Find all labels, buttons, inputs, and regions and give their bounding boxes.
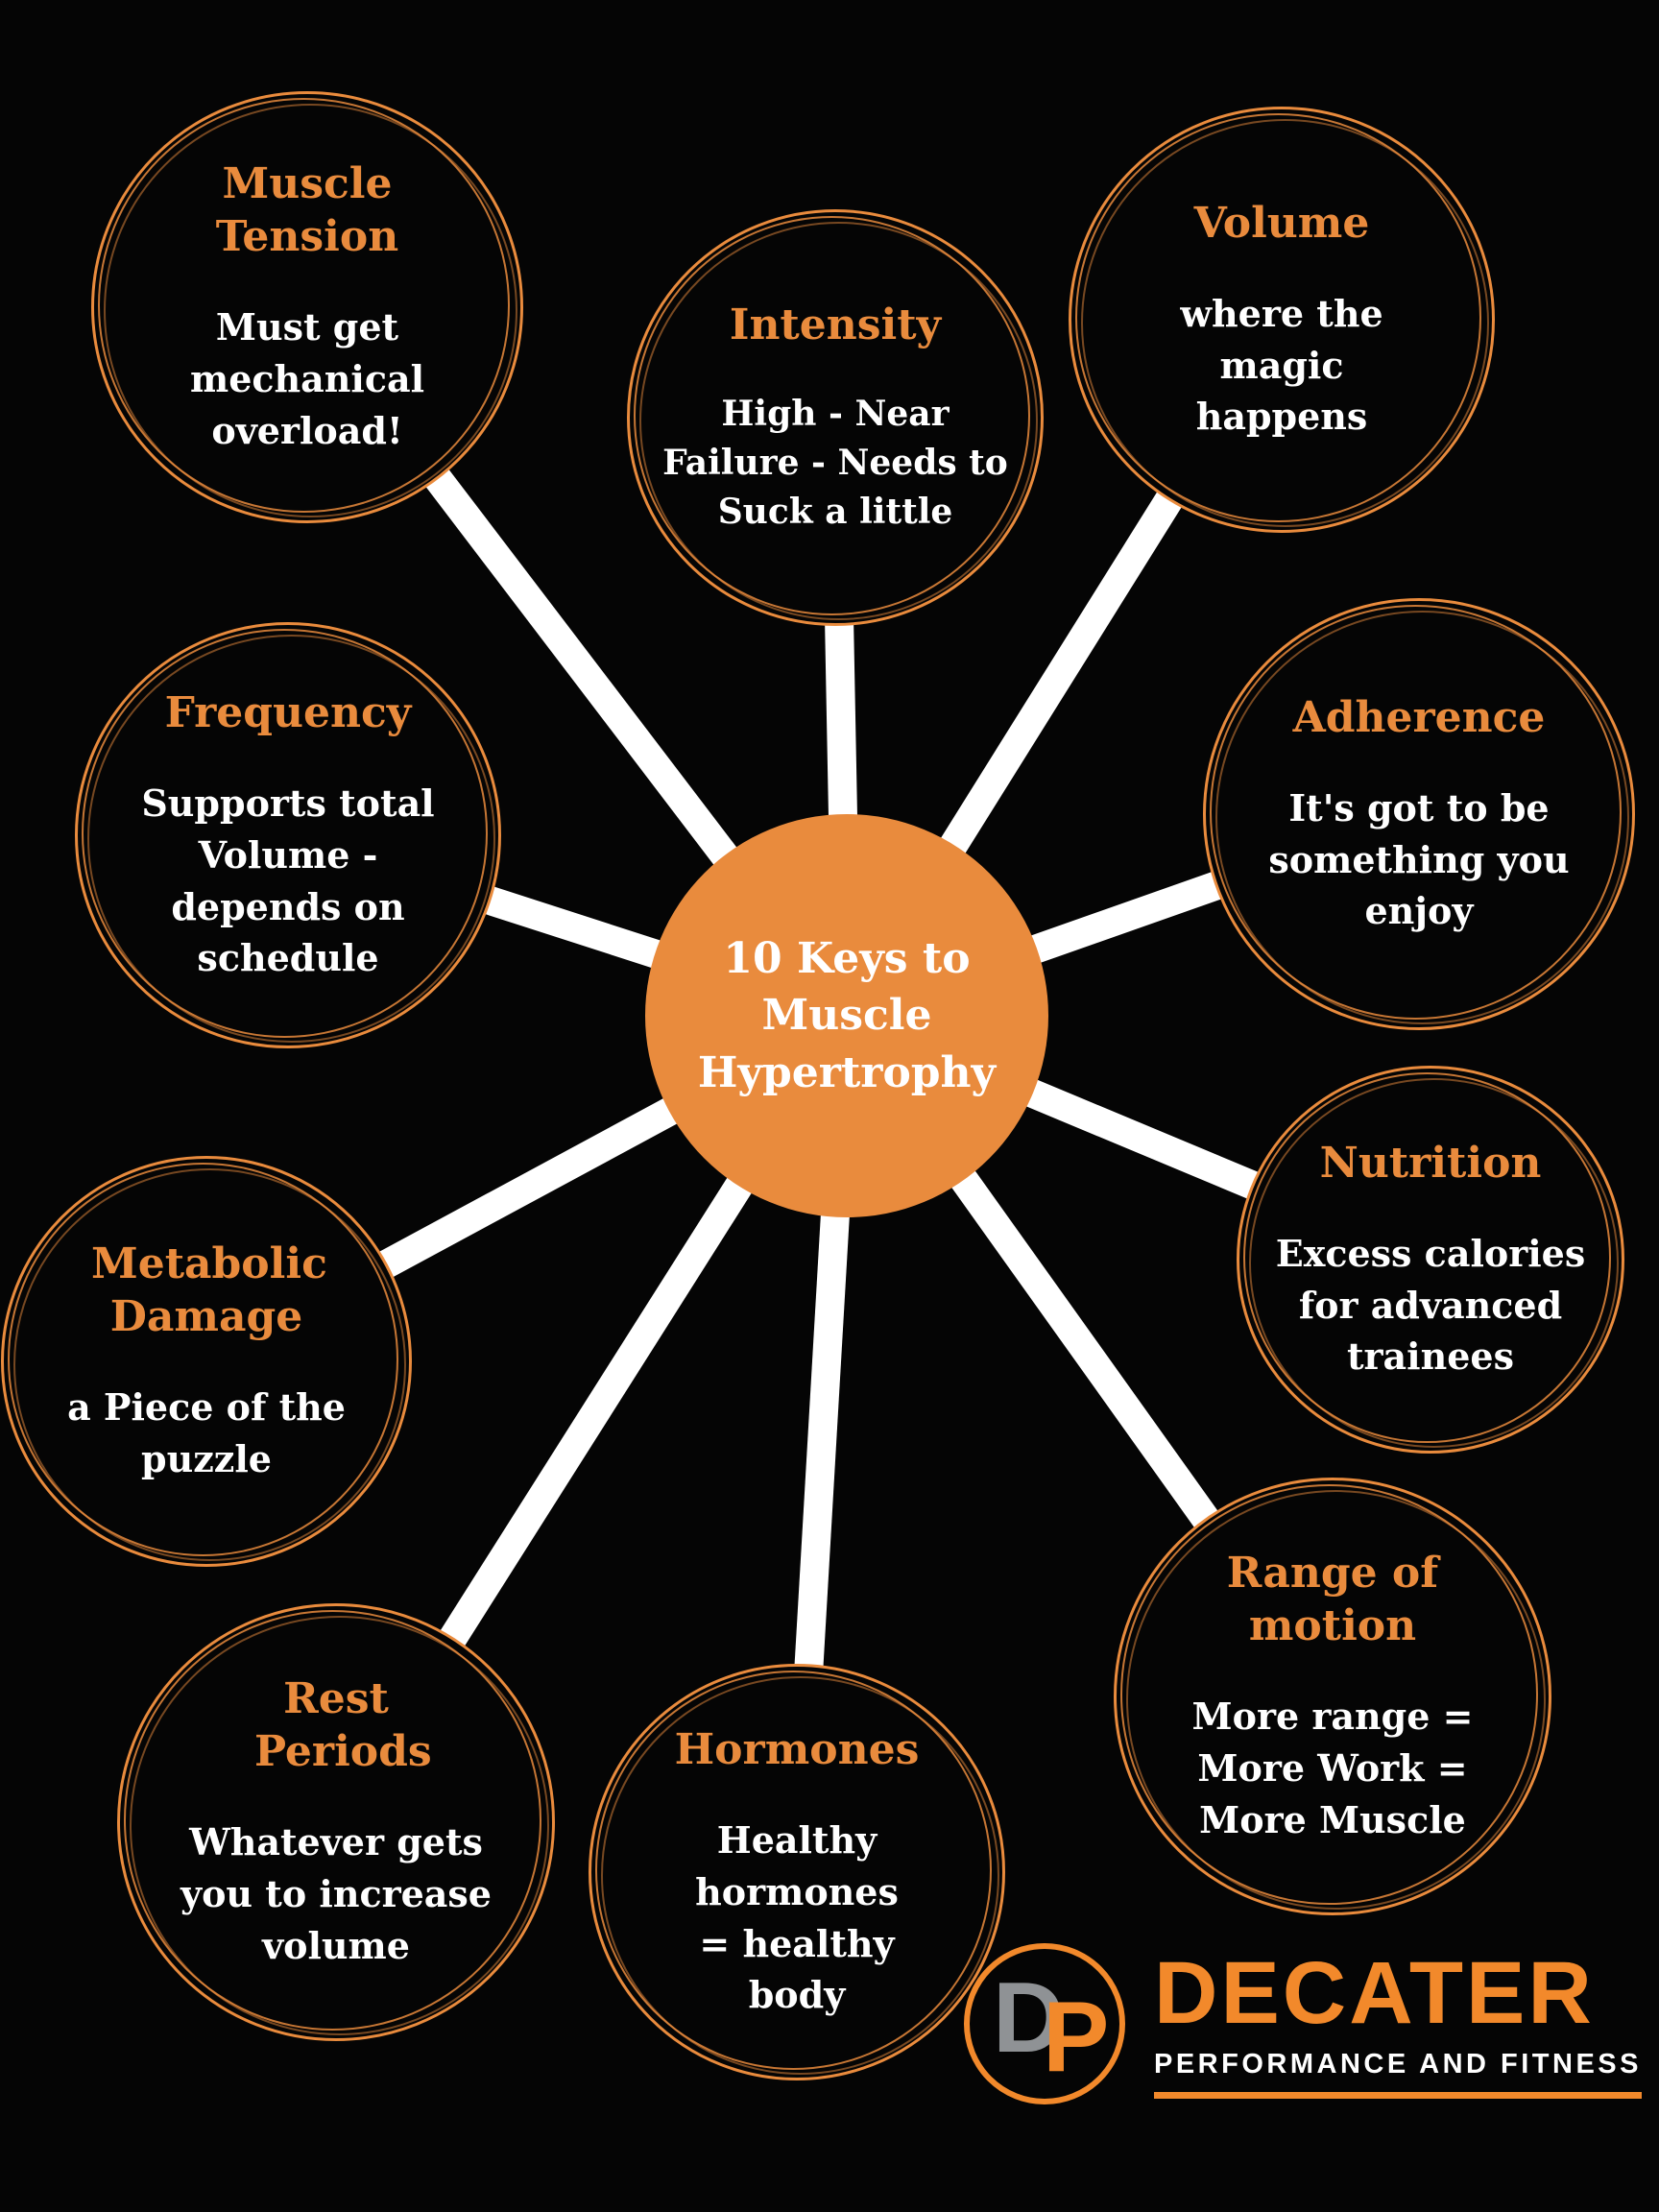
node-body: Healthy hormones = healthy body xyxy=(695,1817,899,2017)
node-title: Volume xyxy=(1193,198,1370,248)
center-title: 10 Keys to Muscle Hypertrophy xyxy=(697,933,997,1097)
node-body: a Piece of the puzzle xyxy=(67,1385,346,1480)
node-title: Frequency xyxy=(164,687,412,737)
node-body: High - Near Failure - Needs to Suck a li… xyxy=(662,393,1008,533)
node-title: Intensity xyxy=(729,300,942,349)
node-title: Adherence xyxy=(1292,692,1546,742)
node-body: Must get mechanical overload! xyxy=(189,305,425,452)
node-body: Excess calories for advanced trainees xyxy=(1275,1231,1586,1379)
node-title: Range of motion xyxy=(1226,1549,1439,1651)
node-range-of-motion: Range of motion More range = More Work =… xyxy=(1114,1478,1551,1915)
node-adherence: Adherence It's got to be something you e… xyxy=(1203,598,1635,1030)
logo-text: DECATER PERFORMANCE AND FITNESS xyxy=(1154,1949,1642,2099)
node-frequency: Frequency Supports total Volume - depend… xyxy=(75,622,501,1048)
node-body: It's got to be something you enjoy xyxy=(1268,785,1570,933)
node-body: Whatever gets you to increase volume xyxy=(180,1820,492,1967)
monogram-letter-d: D xyxy=(993,1962,1066,2074)
logo-tagline: PERFORMANCE AND FITNESS xyxy=(1154,2049,1642,2099)
node-volume: Volume where the magic happens xyxy=(1069,107,1495,533)
node-nutrition: Nutrition Excess calories for advanced t… xyxy=(1237,1066,1624,1454)
node-title: Rest Periods xyxy=(254,1674,432,1777)
node-body: More range = More Work = More Muscle xyxy=(1191,1695,1474,1841)
center-hub: 10 Keys to Muscle Hypertrophy xyxy=(645,814,1048,1217)
node-hormones: Hormones Healthy hormones = healthy body xyxy=(589,1664,1005,2080)
node-rest-periods: Rest Periods Whatever gets you to increa… xyxy=(117,1603,555,2041)
node-title: Muscle Tension xyxy=(215,159,399,262)
node-body: Supports total Volume - depends on sched… xyxy=(141,781,435,980)
logo-name: DECATER xyxy=(1154,1944,1595,2042)
node-title: Hormones xyxy=(674,1724,920,1774)
node-title: Metabolic Damage xyxy=(91,1239,327,1342)
dp-monogram-icon: D P xyxy=(964,1943,1125,2104)
monogram-letter-p: P xyxy=(1043,1982,1110,2093)
node-intensity: Intensity High - Near Failure - Needs to… xyxy=(627,209,1044,626)
decater-logo: D P DECATER PERFORMANCE AND FITNESS xyxy=(964,1943,1642,2104)
node-metabolic-damage: Metabolic Damage a Piece of the puzzle xyxy=(1,1156,412,1567)
node-body: where the magic happens xyxy=(1180,291,1383,439)
node-muscle-tension: Muscle Tension Must get mechanical overl… xyxy=(91,91,523,523)
node-title: Nutrition xyxy=(1319,1138,1542,1188)
